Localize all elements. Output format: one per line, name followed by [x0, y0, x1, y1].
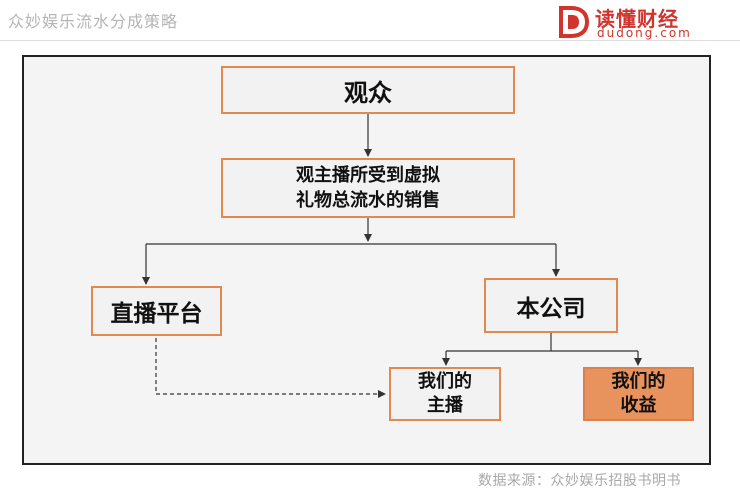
dudong-logo-icon [559, 6, 590, 38]
node-our-revenue-line2: 收益 [620, 395, 657, 416]
node-our-anchors-line2: 主播 [427, 395, 463, 416]
node-company: 本公司 [484, 278, 618, 333]
node-viewers: 观众 [221, 66, 515, 114]
logo-domain: dudong.com [597, 26, 692, 40]
node-our-anchors-line1: 我们的 [418, 371, 472, 392]
node-gift-sales-line1: 观主播所受到虚拟 [296, 165, 440, 186]
logo-name: 读懂财经 [595, 7, 679, 31]
logo: 读懂财经 dudong.com [555, 2, 735, 42]
node-platform-label: 直播平台 [110, 301, 203, 327]
node-our-anchors: 我们的 主播 [389, 367, 501, 421]
node-platform: 直播平台 [91, 286, 222, 336]
node-company-label: 本公司 [516, 295, 586, 322]
data-source-note: 数据来源：众妙娱乐招股书明书 [478, 473, 681, 489]
node-gift-sales: 观主播所受到虚拟 礼物总流水的销售 [221, 158, 515, 218]
node-our-revenue: 我们的 收益 [583, 367, 694, 421]
node-gift-sales-line2: 礼物总流水的销售 [296, 190, 440, 211]
header-divider [0, 40, 740, 41]
node-viewers-label: 观众 [344, 78, 392, 107]
node-our-revenue-line1: 我们的 [611, 371, 666, 392]
page-title: 众妙娱乐流水分成策略 [8, 12, 179, 31]
dashed-arrow-platform-to-anchors [155, 338, 386, 398]
